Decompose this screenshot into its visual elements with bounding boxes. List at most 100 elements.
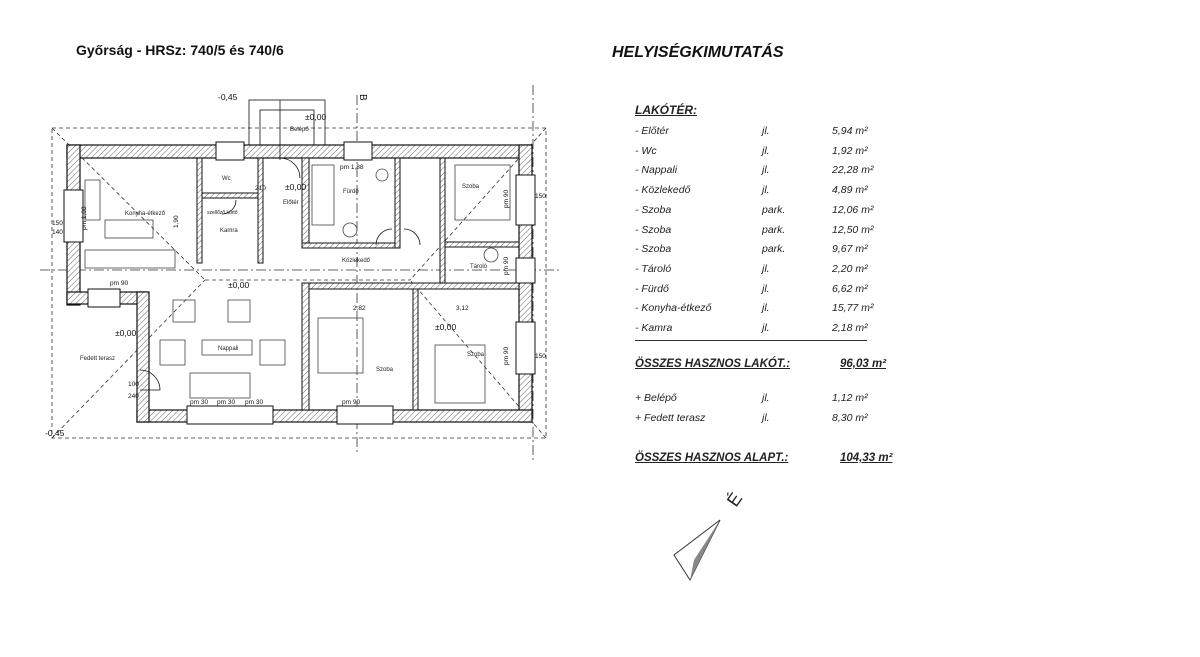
room-name: - Wc [635,144,657,157]
subtotal-label: ÖSSZES HASZNOS LAKÓT.: [635,358,791,370]
project-title: Győrság - HRSz: 740/5 és 740/6 [76,42,284,58]
room-area: 2,20 m² [832,262,868,275]
room-area: 6,62 m² [832,282,868,295]
north-arrow-shade [690,520,720,580]
interior-walls [196,157,520,411]
room-label-belepo: Belépő [290,127,309,133]
dim-label: pm 90 [503,190,510,208]
level-entry: ±0,00 [305,112,326,122]
level-room: ±0,00 [435,322,456,332]
dim-label: pm 30 [245,399,263,406]
room-label-szoba2: Szoba [376,367,394,373]
schedule-section-label: LAKÓTÉR: [635,103,697,117]
room-label-szoba1: Szoba [462,184,480,190]
room-name: + Fedett terasz [635,411,706,424]
dim-label: 210 [255,185,266,192]
north-arrow-icon [673,519,721,582]
room-label-kozlekedo: Közlekedő [342,258,371,264]
schedule-title: HELYISÉGKIMUTATÁS [612,44,784,61]
floor-type: park. [762,243,786,256]
north-label: É [723,489,746,510]
axis-lines [40,85,560,460]
windows [63,141,536,425]
dim-label: pm 1,88 [340,164,364,171]
room-area: 2,18 m² [832,322,868,334]
schedule-row: - Előtér jl. 5,94 m² [635,125,895,141]
floor-type: jl. [762,144,770,157]
floor-type: jl. [762,262,770,275]
room-area: 22,28 m² [832,164,874,177]
floor-plan: Konyha-étkező Wc Kamra szellőző kürtő El… [40,85,560,460]
dim-label: pm 90 [110,280,128,287]
room-label-szoba3: Szoba [467,352,485,358]
floor-type: jl. [762,164,770,177]
room-label-konyha: Konyha-étkező [125,211,166,217]
schedule-row: - Fürdő jl. 6,62 m² [635,283,895,299]
room-name: - Közlekedő [635,184,691,197]
dim-label: pm 90 [503,347,510,365]
room-name: - Nappali [635,164,678,177]
dim-label: pm 1,00 [81,206,88,230]
subtotal-value: 96,03 m² [840,358,887,370]
room-name: - Előtér [635,125,669,137]
room-label-szellozo: szellőző kürtő [207,210,238,216]
floor-type: jl. [762,392,770,404]
schedule-row: - Wc jl. 1,92 m² [635,145,895,161]
room-name: - Szoba [635,243,672,256]
schedule-row: - Kamra jl. 2,18 m² [635,322,895,338]
room-label-kamra: Kamra [220,228,238,234]
room-label-terasz: Fedett terasz [80,356,115,362]
floor-type: jl. [762,322,770,334]
room-label-nappali: Nappali [218,346,238,352]
floor-type: jl. [762,411,770,424]
floor-type: jl. [762,125,770,137]
room-area: 4,89 m² [832,184,868,197]
furniture [84,164,511,404]
level-outside-2: -0,45 [45,428,65,438]
dim-label: 100 [128,381,139,388]
room-area: 5,94 m² [832,125,868,137]
dim-label: 140 [52,229,63,236]
section-marker: B [357,94,368,101]
room-name: - Kamra [635,322,673,334]
room-schedule: LAKÓTÉR: - Előtér jl. 5,94 m² - Wc jl. 1,92 m… [635,103,915,473]
dim-label: pm 30 [190,399,208,406]
door-swings [139,157,421,391]
room-name: + Belépő [635,392,677,404]
total-label: ÖSSZES HASZNOS ALAPT.: [635,452,789,464]
dim-label: pm 90 [342,399,360,406]
room-area: 1,92 m² [832,144,868,157]
north-arrow: É [673,489,746,582]
room-name: - Fürdő [635,282,669,295]
level-living: ±0,00 [228,280,249,290]
room-label-furdo: Fürdő [343,189,359,195]
schedule-row: - Nappali jl. 22,28 m² [635,164,895,180]
room-name: - Konyha-étkező [635,302,712,315]
roof-outline [51,127,547,439]
room-area: 12,06 m² [832,203,874,216]
dim-label: 240 [128,393,139,400]
level-terrace: ±0,00 [115,328,136,338]
schedule-row: - Tároló jl. 2,20 m² [635,263,895,279]
dim-label: 1,90 [173,215,180,228]
dim-label: 150 [52,220,63,227]
room-name: - Tároló [635,262,672,275]
total-value: 104,33 m² [840,452,893,464]
room-label-eloter: Előtér [283,200,299,206]
floor-type: jl. [762,282,770,295]
entry-steps [248,99,326,160]
room-area: 12,50 m² [832,223,874,236]
dim-label: 150 [535,193,546,200]
dim-label: 2,82 [353,305,366,312]
level-eloter: ±0,00 [285,182,306,192]
dim-label: pm 30 [217,399,235,406]
room-label-wc: Wc [222,176,231,182]
room-name: - Szoba [635,223,672,236]
